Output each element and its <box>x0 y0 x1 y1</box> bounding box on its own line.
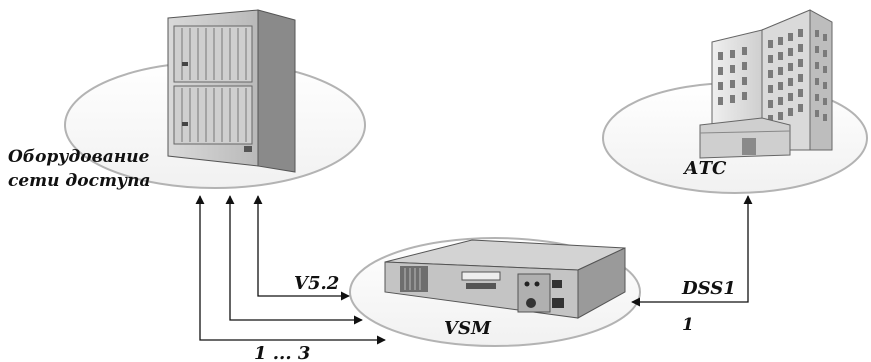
exchange-label: АТС <box>682 158 727 179</box>
v52-label: V5.2 <box>294 273 339 294</box>
link-3-arrow <box>195 195 386 345</box>
link-dss1-arrow <box>631 195 753 307</box>
access-network-label-line2: сети доступа <box>8 171 150 191</box>
access-network-rack-icon <box>167 9 296 173</box>
dss1-label: DSS1 <box>681 278 736 299</box>
connections <box>195 195 753 345</box>
vsm-device-icon <box>384 239 626 319</box>
links-range-label: 1 ... 3 <box>254 343 310 362</box>
exchange-building-icon <box>699 9 833 159</box>
access-network-label-line1: Оборудование <box>8 147 150 167</box>
vsm-label: VSM <box>444 318 492 339</box>
dss1-count-label: 1 <box>682 315 694 335</box>
link-2-arrow <box>225 195 363 325</box>
